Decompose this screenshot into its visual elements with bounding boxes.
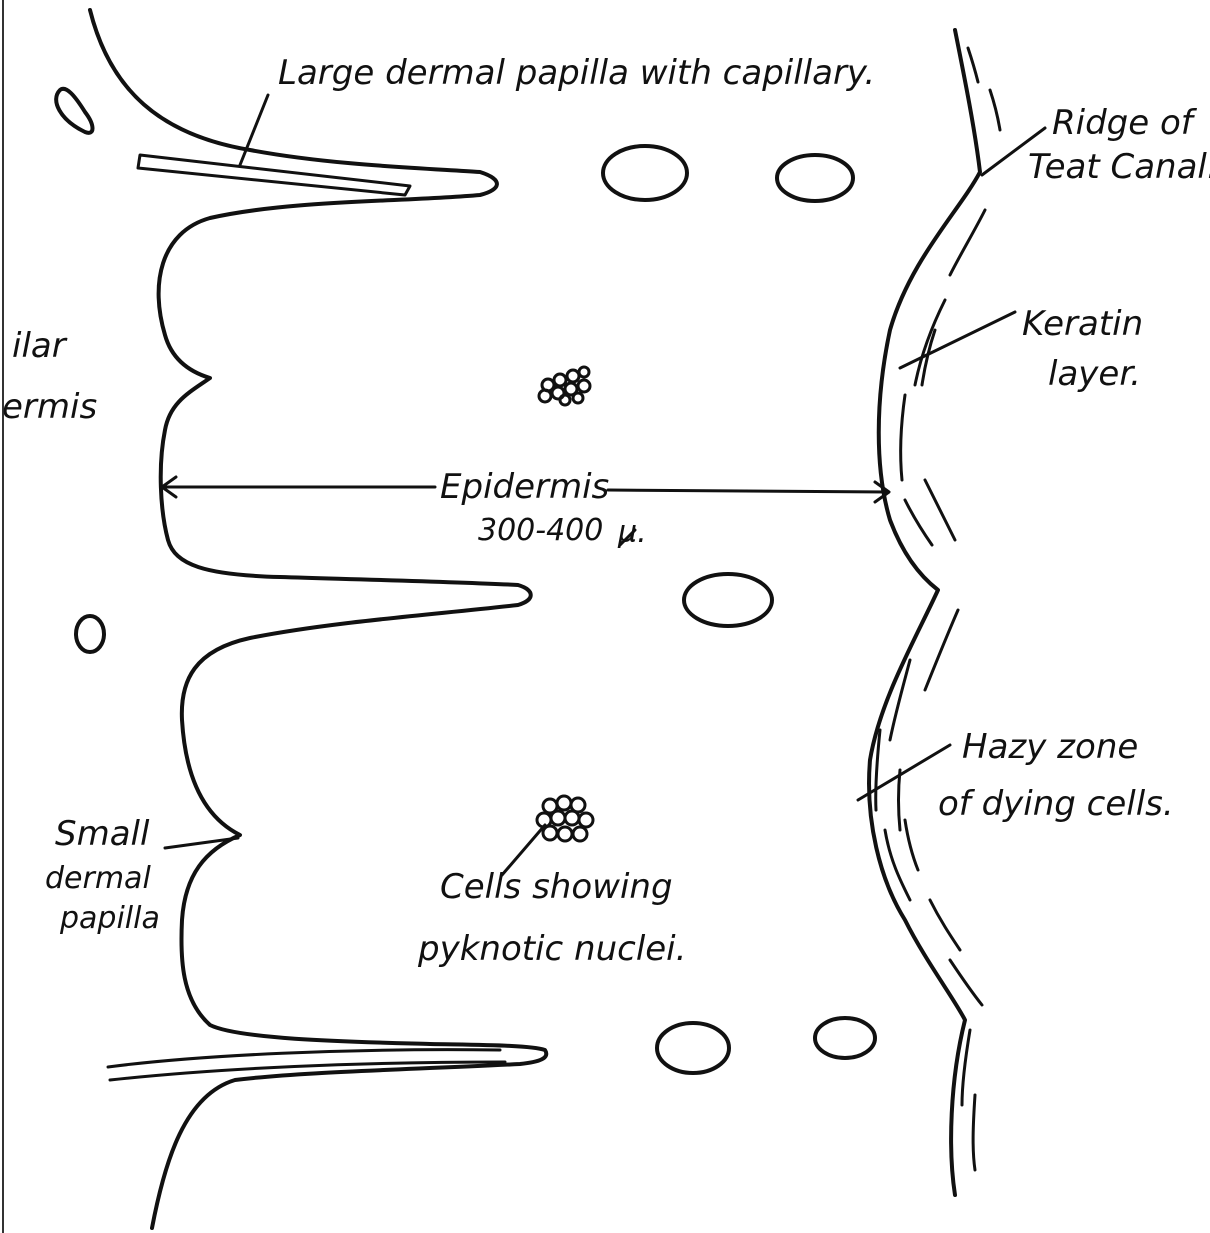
label-keratin-2: layer. [1048, 354, 1141, 394]
label-epidermis: Epidermis [440, 467, 609, 507]
teat-canal-ridge-line [869, 30, 980, 1195]
label-ridge-2: Teat Canal. [1028, 147, 1210, 187]
oval-1 [603, 146, 687, 200]
oval-5 [815, 1018, 875, 1058]
oval-2 [777, 155, 853, 201]
label-epidermis-unit: µ. [617, 515, 647, 550]
leader-large-papilla [240, 95, 268, 165]
label-left-fragment-2: ermis [2, 387, 97, 427]
capillary-lower-1 [108, 1050, 500, 1067]
label-small-2: dermal [45, 861, 151, 896]
label-hazy-2: of dying cells. [938, 784, 1174, 824]
label-ridge-1: Ridge of [1052, 103, 1198, 143]
oval-3 [684, 574, 772, 626]
label-hazy-1: Hazy zone [962, 727, 1138, 767]
dermal-epidermal-boundary-upper [90, 10, 546, 1228]
label-small-1: Small [55, 814, 150, 854]
capillary-upper [138, 155, 410, 195]
label-left-fragment-1: ilar [12, 326, 68, 366]
label-large-papilla: Large dermal papilla with capillary. [278, 53, 875, 93]
cell-cluster-upper [539, 367, 590, 405]
capillary-lower-2 [110, 1062, 505, 1080]
label-cells-2: pyknotic nuclei. [417, 929, 686, 969]
keratin-layer-dashes [876, 48, 1000, 1170]
cell-cluster-lower [537, 796, 593, 841]
label-epidermis-size: 300-400 [478, 513, 603, 548]
leader-keratin [900, 312, 1015, 368]
label-keratin-1: Keratin [1022, 304, 1143, 344]
left-oval-mid [76, 616, 104, 652]
label-cells-1: Cells showing [440, 867, 673, 907]
label-small-3: papilla [59, 901, 160, 936]
oval-4 [657, 1023, 729, 1073]
left-oval-top [56, 89, 92, 133]
